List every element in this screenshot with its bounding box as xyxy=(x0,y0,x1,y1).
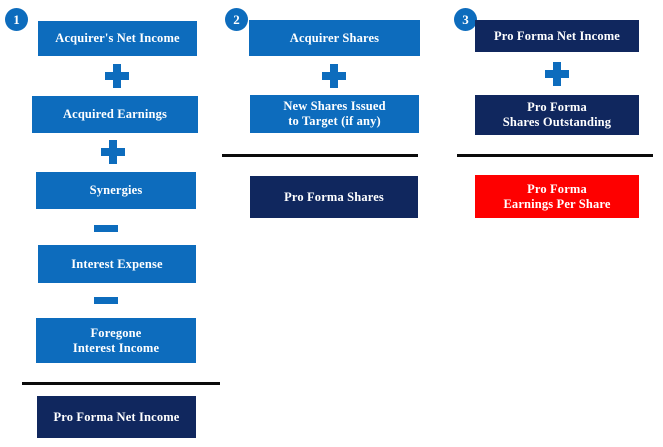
operator-minus-icon xyxy=(94,297,118,304)
box-pro-forma-net-income-result: Pro Forma Net Income xyxy=(37,396,196,438)
box-pro-forma-shares-outstanding: Pro Forma Shares Outstanding xyxy=(475,95,639,135)
step-badge-3: 3 xyxy=(454,8,477,31)
box-pro-forma-net-income: Pro Forma Net Income xyxy=(475,20,639,52)
box-synergies: Synergies xyxy=(36,172,196,209)
box-foregone-interest-income: Foregone Interest Income xyxy=(36,318,196,363)
box-acquirers-net-income: Acquirer's Net Income xyxy=(38,21,197,56)
box-label: Pro Forma Net Income xyxy=(53,409,180,424)
box-label: Synergies xyxy=(89,183,143,197)
total-rule xyxy=(457,154,653,157)
total-rule xyxy=(22,382,220,385)
box-label: Acquired Earnings xyxy=(62,107,168,121)
step-badge-1: 1 xyxy=(5,8,28,31)
box-acquired-earnings: Acquired Earnings xyxy=(32,96,198,133)
box-label: Pro Forma Earnings Per Share xyxy=(503,181,611,211)
box-pro-forma-shares-result: Pro Forma Shares xyxy=(250,176,418,218)
operator-plus-icon xyxy=(105,64,129,88)
total-rule xyxy=(222,154,418,157)
operator-plus-icon xyxy=(545,62,569,86)
box-label: Foregone Interest Income xyxy=(72,325,160,355)
operator-plus-icon xyxy=(322,64,346,88)
box-label: New Shares Issued to Target (if any) xyxy=(283,99,386,128)
box-label: Acquirer's Net Income xyxy=(55,31,180,45)
box-label: Acquirer Shares xyxy=(289,30,380,45)
box-acquirer-shares: Acquirer Shares xyxy=(249,20,420,56)
operator-plus-icon xyxy=(101,140,125,164)
box-pro-forma-eps-result: Pro Forma Earnings Per Share xyxy=(475,175,639,218)
operator-minus-icon xyxy=(94,225,118,232)
step-badge-2: 2 xyxy=(225,8,248,31)
box-label: Pro Forma Shares xyxy=(284,189,384,204)
box-label: Interest Expense xyxy=(71,256,163,271)
box-label: Pro Forma Net Income xyxy=(494,28,620,43)
box-new-shares-issued-to-target: New Shares Issued to Target (if any) xyxy=(250,95,419,133)
box-interest-expense: Interest Expense xyxy=(38,245,196,283)
box-label: Pro Forma Shares Outstanding xyxy=(502,100,612,129)
